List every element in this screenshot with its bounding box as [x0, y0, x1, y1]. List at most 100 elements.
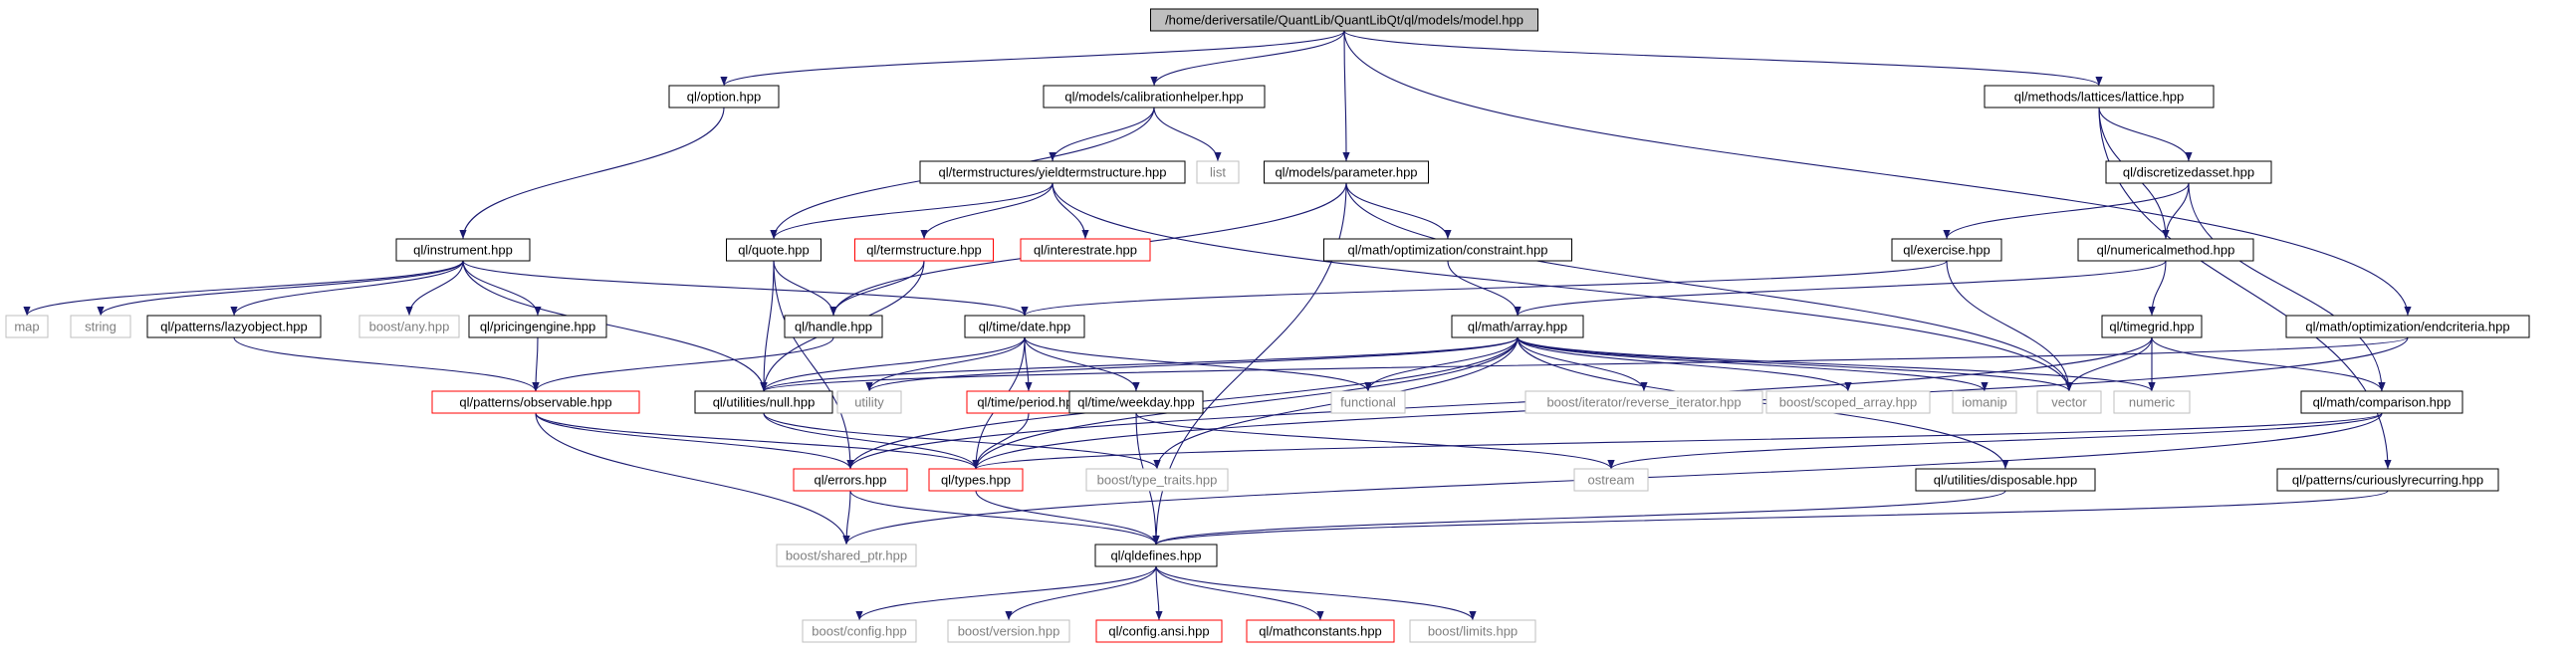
node-interestrate[interactable]: ql/interestrate.hpp	[1020, 238, 1151, 262]
node-pricingengine[interactable]: ql/pricingengine.hpp	[468, 315, 607, 338]
node-box	[1196, 160, 1240, 184]
node-label: ql/math/optimization/endcriteria.hpp	[2305, 320, 2509, 334]
edge-instrument-to-boostany	[405, 260, 464, 317]
node-label: ql/handle.hpp	[795, 320, 872, 334]
node-box	[70, 315, 131, 338]
node-box	[1952, 390, 2017, 414]
node-errors[interactable]: ql/errors.hpp	[793, 468, 908, 492]
node-curiously[interactable]: ql/patterns/curiouslyrecurring.hpp	[2276, 468, 2499, 492]
node-weekday[interactable]: ql/time/weekday.hpp	[1068, 390, 1204, 414]
node-label: ql/mathconstants.hpp	[1259, 624, 1382, 639]
node-label: iomanip	[1962, 395, 2007, 410]
edge-numericalmethod-to-timegrid	[2148, 260, 2167, 317]
node-quote[interactable]: ql/quote.hpp	[726, 238, 821, 262]
node-calibhelper[interactable]: ql/models/calibrationhelper.hpp	[1043, 85, 1266, 109]
edge-yieldts-to-quote	[770, 182, 1054, 240]
node-array[interactable]: ql/math/array.hpp	[1451, 315, 1584, 338]
node-option[interactable]: ql/option.hpp	[668, 85, 780, 109]
node-box	[1068, 390, 1204, 414]
node-label: ql/interestrate.hpp	[1034, 243, 1137, 258]
node-string: string	[70, 315, 131, 338]
node-label: boost/any.hpp	[369, 320, 450, 334]
node-label: ql/quote.hpp	[738, 243, 810, 258]
node-box	[2036, 390, 2102, 414]
node-date[interactable]: ql/time/date.hpp	[964, 315, 1085, 338]
node-box	[1264, 160, 1429, 184]
node-disposable[interactable]: ql/utilities/disposable.hpp	[1915, 468, 2096, 492]
node-box	[1451, 315, 1584, 338]
node-label: ql/time/period.hpp	[977, 395, 1079, 410]
node-box	[1246, 619, 1395, 643]
node-model[interactable]: /home/deriversatile/QuantLib/QuantLibQt/…	[1150, 8, 1538, 32]
edge-instrument-to-lazyobject	[230, 260, 464, 317]
edge-weekday-to-ostream	[1135, 412, 1615, 470]
node-yieldts[interactable]: ql/termstructures/yieldtermstructure.hpp	[919, 160, 1186, 184]
edge-yieldts-to-termstructure	[920, 182, 1054, 240]
node-label: boost/version.hpp	[958, 624, 1060, 639]
node-label: ql/methods/lattices/lattice.hpp	[2014, 90, 2185, 105]
edge-model-to-parameter	[1342, 30, 1350, 162]
node-label: ql/patterns/observable.hpp	[459, 395, 611, 410]
node-box	[358, 315, 460, 338]
edge-calibhelper-to-yieldts	[1049, 107, 1155, 162]
node-label: numeric	[2129, 395, 2176, 410]
node-box	[431, 390, 640, 414]
node-layer: /home/deriversatile/QuantLib/QuantLibQt/…	[5, 8, 2530, 643]
node-handle[interactable]: ql/handle.hpp	[784, 315, 883, 338]
node-ostream: ostream	[1573, 468, 1649, 492]
node-revit: boost/iterator/reverse_iterator.hpp	[1524, 390, 1763, 414]
node-numericalmethod[interactable]: ql/numericalmethod.hpp	[2077, 238, 2254, 262]
node-lazyobject[interactable]: ql/patterns/lazyobject.hpp	[146, 315, 322, 338]
edge-option-to-instrument	[459, 107, 725, 240]
edge-numericalmethod-to-array	[1514, 260, 2167, 317]
node-timegrid[interactable]: ql/timegrid.hpp	[2101, 315, 2203, 338]
node-types[interactable]: ql/types.hpp	[928, 468, 1024, 492]
edge-yieldts-to-interestrate	[1052, 182, 1089, 240]
edge-qldefines-to-boostlimits	[1155, 565, 1477, 621]
node-exercise[interactable]: ql/exercise.hpp	[1891, 238, 2002, 262]
node-label: ql/math/array.hpp	[1468, 320, 1567, 334]
edge-exercise-to-vector	[1946, 260, 2073, 392]
node-qldefines[interactable]: ql/qldefines.hpp	[1094, 544, 1218, 567]
node-box	[1573, 468, 1649, 492]
edge-array-to-vector	[1517, 336, 2073, 392]
node-box	[793, 468, 908, 492]
node-label: ql/pricingengine.hpp	[480, 320, 595, 334]
node-null[interactable]: ql/utilities/null.hpp	[694, 390, 833, 414]
node-observable[interactable]: ql/patterns/observable.hpp	[431, 390, 640, 414]
edge-array-to-utility	[865, 336, 1519, 392]
node-label: utility	[854, 395, 884, 410]
edge-handle-to-observable	[532, 336, 834, 392]
node-label: boost/limits.hpp	[1428, 624, 1518, 639]
edge-qldefines-to-configansi	[1155, 565, 1163, 621]
node-label: ql/qldefines.hpp	[1110, 548, 1201, 563]
edge-discasset-to-comparison	[2188, 182, 2386, 392]
node-comparison[interactable]: ql/math/comparison.hpp	[2300, 390, 2463, 414]
edge-lattice-to-discasset	[2098, 107, 2193, 162]
node-box	[1085, 468, 1229, 492]
node-label: ql/patterns/curiouslyrecurring.hpp	[2292, 473, 2483, 488]
edge-timegrid-to-errors	[846, 336, 2153, 470]
node-label: ql/utilities/null.hpp	[713, 395, 816, 410]
node-lattice[interactable]: ql/methods/lattices/lattice.hpp	[1984, 85, 2215, 109]
edge-exercise-to-date	[1021, 260, 1948, 317]
node-constraint[interactable]: ql/math/optimization/constraint.hpp	[1323, 238, 1572, 262]
node-endcriteria[interactable]: ql/math/optimization/endcriteria.hpp	[2285, 315, 2530, 338]
edge-instrument-to-pricingengine	[462, 260, 542, 317]
node-label: boost/shared_ptr.hpp	[786, 548, 907, 563]
node-termstructure[interactable]: ql/termstructure.hpp	[854, 238, 994, 262]
node-box	[5, 315, 49, 338]
node-mathconstants[interactable]: ql/mathconstants.hpp	[1246, 619, 1395, 643]
node-box	[928, 468, 1024, 492]
node-label: ql/instrument.hpp	[413, 243, 513, 258]
node-label: ql/time/weekday.hpp	[1077, 395, 1195, 410]
node-instrument[interactable]: ql/instrument.hpp	[395, 238, 531, 262]
edge-quote-to-null	[760, 260, 775, 392]
node-box	[2105, 160, 2272, 184]
node-parameter[interactable]: ql/models/parameter.hpp	[1264, 160, 1429, 184]
node-configansi[interactable]: ql/config.ansi.hpp	[1095, 619, 1223, 643]
node-boostlimits: boost/limits.hpp	[1409, 619, 1536, 643]
node-discasset[interactable]: ql/discretizedasset.hpp	[2105, 160, 2272, 184]
node-box	[854, 238, 994, 262]
